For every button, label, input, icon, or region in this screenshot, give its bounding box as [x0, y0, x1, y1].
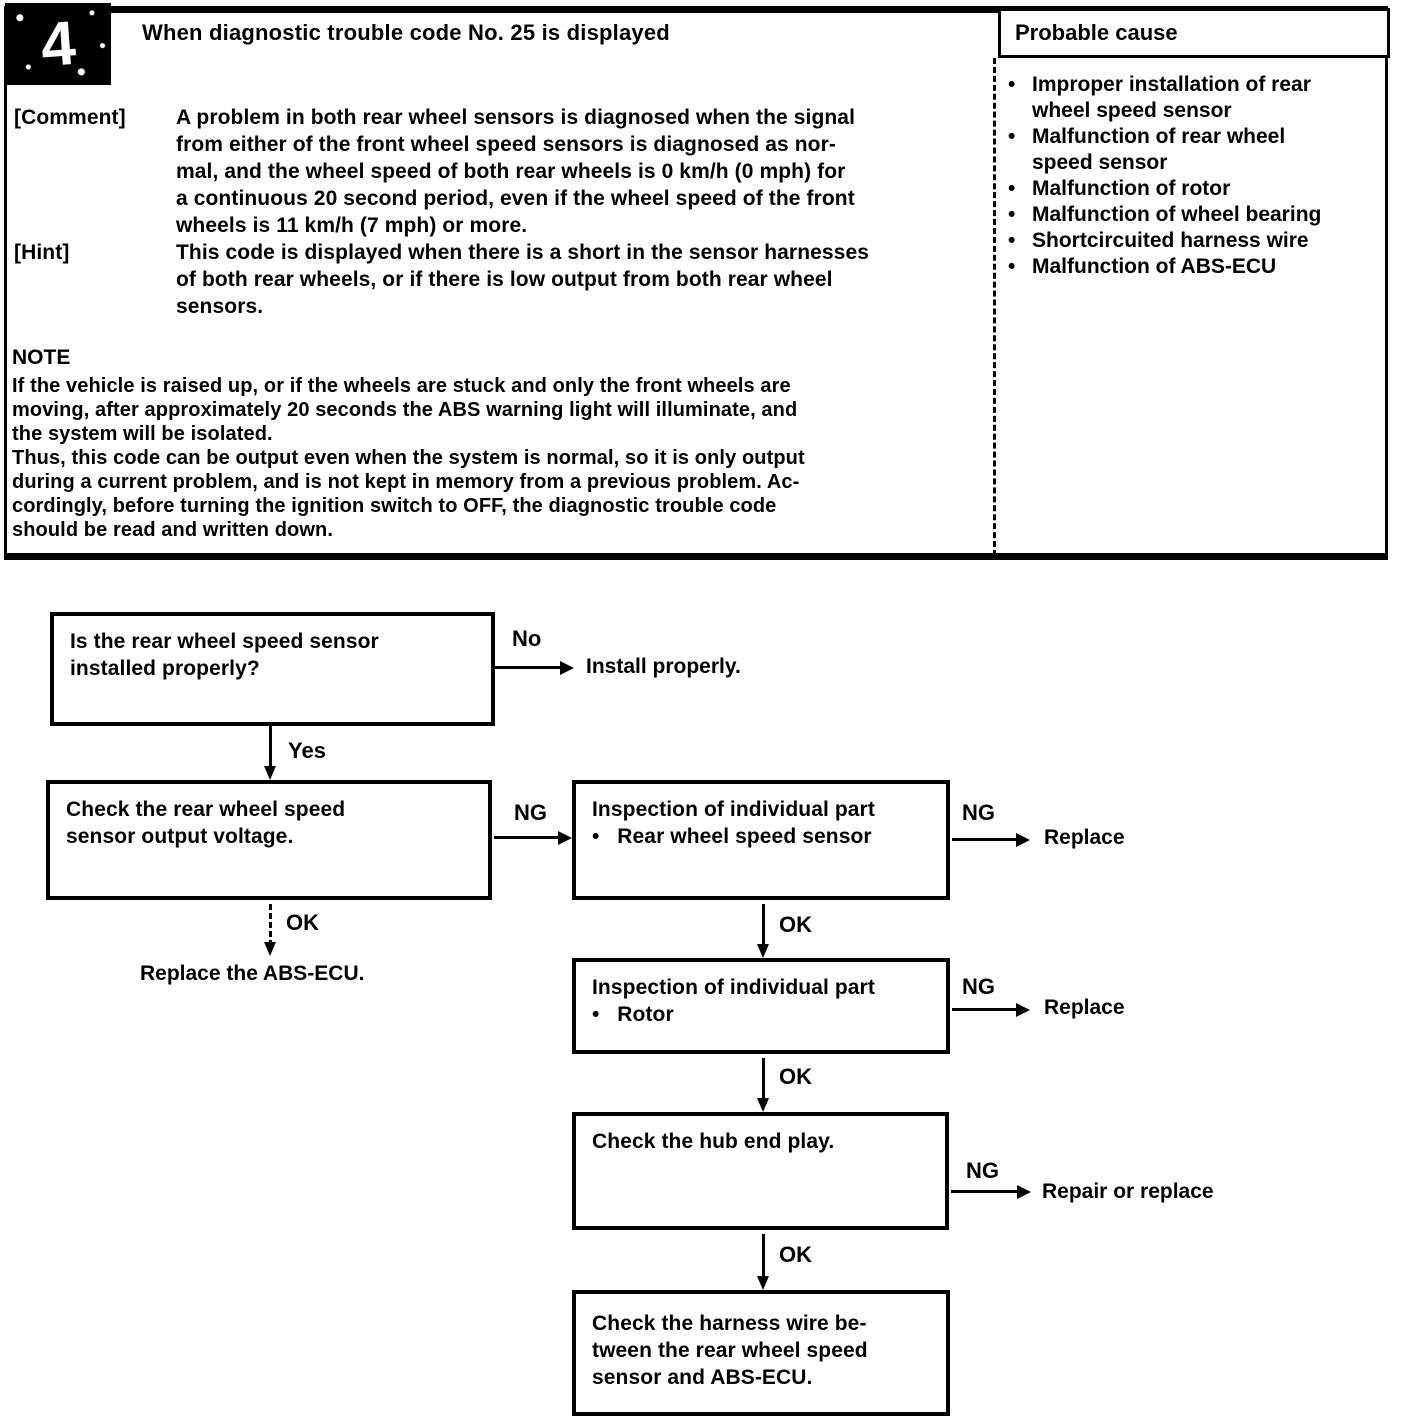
bullet-icon [1008, 254, 1032, 280]
arrow-down-icon [757, 1098, 769, 1112]
branch-label-no: No [512, 626, 542, 651]
action-replace: Replace [1044, 996, 1125, 1019]
probable-cause-text: Malfunction of wheel bearing [1032, 203, 1322, 226]
connector-line-dashed [269, 904, 272, 946]
flow-box-sensor-installed-question: Is the rear wheel speed sensor installed… [50, 612, 495, 726]
column-divider-dashed [993, 58, 996, 556]
arrow-down-icon [757, 944, 769, 958]
bullet-icon [1008, 228, 1032, 254]
connector-line [762, 904, 765, 948]
bullet-icon [1008, 176, 1032, 202]
action-replace: Replace [1044, 826, 1125, 849]
arrow-down-icon [757, 1276, 769, 1290]
dtc-number: 4 [38, 8, 78, 80]
flow-box-check-hub-end-play: Check the hub end play. [572, 1112, 949, 1230]
comment-text: A problem in both rear wheel sensors is … [176, 106, 856, 237]
note-label: NOTE [12, 346, 71, 369]
connector-line [494, 836, 562, 839]
hint-text: This code is displayed when there is a s… [176, 241, 870, 318]
arrow-down-icon [264, 766, 276, 780]
comment-label: [Comment] [14, 106, 126, 129]
bullet-icon [1008, 124, 1032, 176]
branch-label-yes: Yes [288, 738, 326, 763]
probable-cause-text: Malfunction of rotor [1032, 177, 1231, 200]
branch-label-ok: OK [286, 910, 319, 935]
connector-line [762, 1234, 765, 1278]
probable-cause-list: Improper installation of rear wheel spee… [1008, 72, 1386, 280]
probable-cause-label: Probable cause [1015, 20, 1178, 45]
probable-cause-item: Malfunction of ABS-ECU [1008, 254, 1386, 280]
arrow-right-icon [1016, 1003, 1030, 1017]
flow-box-inspect-rotor: Inspection of individual part • Rotor [572, 958, 950, 1054]
flow-box-check-output-voltage: Check the rear wheel speed sensor output… [46, 780, 492, 900]
connector-line [951, 1190, 1021, 1193]
dtc-number-badge: 4 [5, 3, 111, 85]
branch-label-ng: NG [962, 974, 995, 999]
probable-cause-text: Malfunction of rear wheel speed sensor [1032, 125, 1286, 174]
branch-label-ng: NG [966, 1158, 999, 1183]
connector-line [494, 666, 564, 669]
note-text: If the vehicle is raised up, or if the w… [12, 375, 805, 541]
arrow-right-icon [558, 831, 572, 845]
branch-label-ok: OK [779, 1064, 812, 1089]
bullet-icon [1008, 202, 1032, 228]
probable-cause-item: Malfunction of rotor [1008, 176, 1386, 202]
probable-cause-text: Malfunction of ABS-ECU [1032, 255, 1277, 278]
page-title: When diagnostic trouble code No. 25 is d… [142, 20, 670, 45]
connector-line [952, 1008, 1020, 1011]
probable-cause-item: Malfunction of rear wheel speed sensor [1008, 124, 1386, 176]
arrow-right-icon [1016, 833, 1030, 847]
probable-cause-text: Shortcircuited harness wire [1032, 229, 1309, 252]
probable-cause-header: Probable cause [998, 8, 1390, 58]
probable-cause-item: Improper installation of rear wheel spee… [1008, 72, 1386, 124]
flow-box-check-harness-wire: Check the harness wire be- tween the rea… [572, 1290, 950, 1416]
flow-box-inspect-rear-wheel-sensor: Inspection of individual part • Rear whe… [572, 780, 950, 900]
hint-label: [Hint] [14, 241, 70, 264]
connector-line [952, 838, 1020, 841]
branch-label-ng: NG [962, 800, 995, 825]
arrow-right-icon [1017, 1185, 1031, 1199]
action-replace-abs-ecu: Replace the ABS-ECU. [140, 962, 365, 985]
arrow-down-icon [264, 942, 276, 956]
action-install-properly: Install properly. [586, 655, 741, 678]
connector-line [762, 1058, 765, 1102]
action-repair-or-replace: Repair or replace [1042, 1180, 1214, 1203]
branch-label-ng: NG [514, 800, 547, 825]
dtc-summary-table [4, 6, 1388, 560]
branch-label-ok: OK [779, 1242, 812, 1267]
connector-line [269, 726, 272, 770]
branch-label-ok: OK [779, 912, 812, 937]
probable-cause-item: Shortcircuited harness wire [1008, 228, 1386, 254]
bullet-icon [1008, 72, 1032, 124]
probable-cause-text: Improper installation of rear wheel spee… [1032, 73, 1311, 122]
probable-cause-item: Malfunction of wheel bearing [1008, 202, 1386, 228]
arrow-right-icon [560, 661, 574, 675]
